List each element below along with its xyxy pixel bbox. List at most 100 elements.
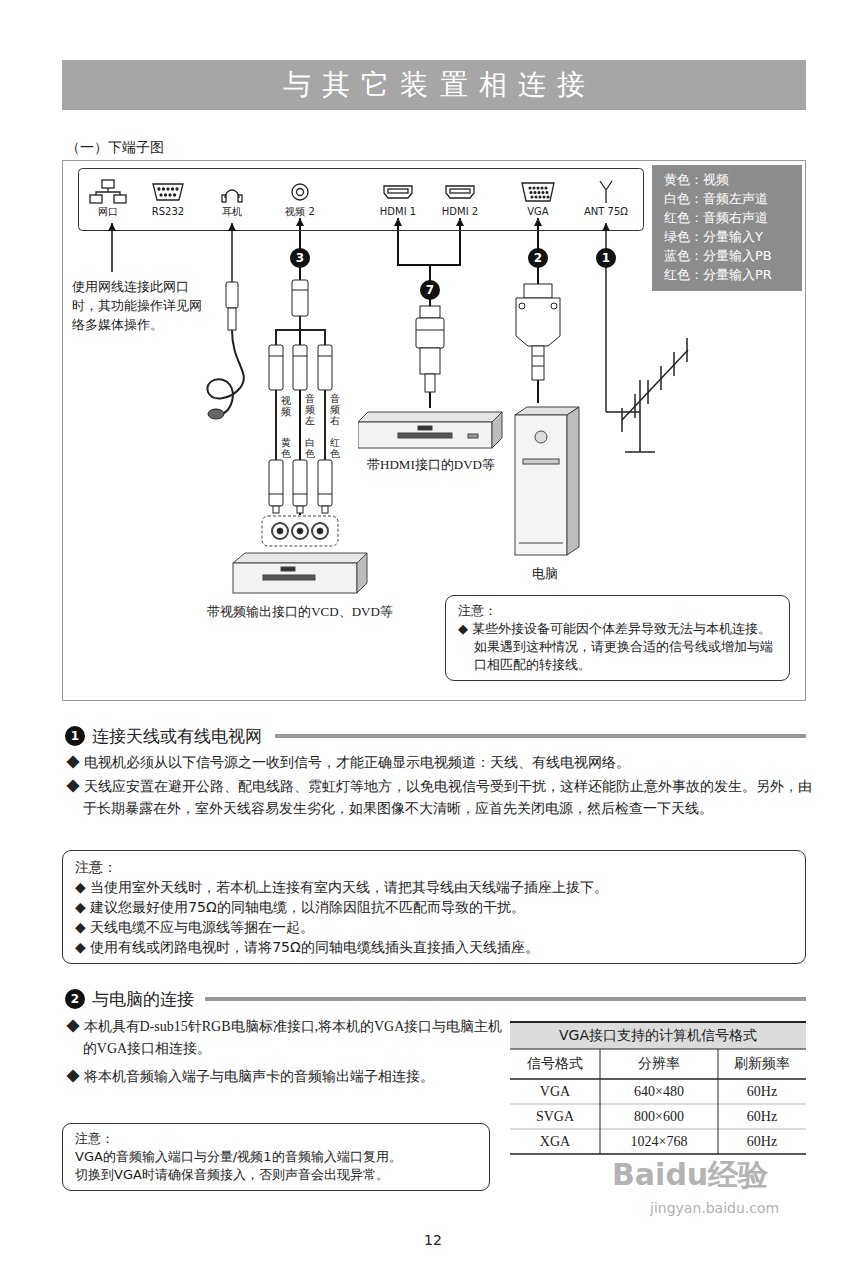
annotation: 使用网线连接此网口时，其功能操作详见网络多媒体操作。 — [72, 277, 212, 334]
network-arrow — [111, 223, 113, 272]
note-heading: 注意： — [75, 1130, 477, 1148]
table-cell: 640×480 — [600, 1083, 718, 1100]
table-cell: 60Hz — [718, 1108, 806, 1125]
sub-heading: （一）下端子图 — [66, 136, 164, 158]
note-text: ◆ 某些外接设备可能因个体差异导致无法与本机连接。如果遇到这种情况，请更换合适的… — [458, 620, 777, 674]
port-terminal: 网口 — [80, 178, 136, 218]
body-text: ◆ 本机具有D-sub15针RGB电脑标准接口,将本机的VGA接口与电脑主机的V… — [66, 1016, 515, 1060]
wire-label: 黄色 — [281, 437, 291, 459]
note-box: 注意：◆ 某些外接设备可能因个体差异导致无法与本机连接。如果遇到这种情况，请更换… — [445, 595, 790, 681]
port-label: HDMI 1 — [370, 206, 426, 218]
port-terminal: VGA — [510, 178, 566, 218]
table-header: 信号格式 — [510, 1055, 600, 1072]
callout-number: 2 — [65, 989, 85, 1009]
body-text: ◆ 将本机音频输入端子与电脑声卡的音频输出端子相连接。 — [66, 1066, 515, 1088]
diagram-frame — [63, 161, 806, 701]
note-text: ◆ 天线电缆不应与电源线等捆在一起。 — [75, 917, 793, 937]
legend-text: 蓝色：分量输入PB — [664, 247, 772, 265]
section-heading: 连接天线或有线电视网 — [92, 725, 262, 747]
signal-table — [510, 1022, 806, 1154]
note-text: ◆ 建议您最好使用75Ω的同轴电缆，以消除因阻抗不匹配而导致的干扰。 — [75, 897, 793, 917]
wire-label: 红色 — [330, 437, 340, 459]
section-bar — [275, 734, 806, 738]
table-header: 刷新频率 — [718, 1055, 806, 1072]
port-icon — [432, 178, 488, 206]
section-heading: 与电脑的连接 — [92, 988, 194, 1010]
note-text: 切换到VGA时请确保音频接入，否则声音会出现异常。 — [75, 1166, 477, 1184]
note-heading: 注意： — [75, 857, 793, 877]
note-box: 注意：◆ 当使用室外天线时，若本机上连接有室内天线，请把其导线由天线端子插座上拔… — [62, 850, 806, 964]
device-drawing — [205, 515, 395, 599]
watermark: jingyan.baidu.com — [650, 1200, 779, 1217]
port-icon-shape — [222, 190, 242, 202]
legend-text: 白色：音频左声道 — [664, 190, 768, 208]
table-title: VGA接口支持的计算机信号格式 — [510, 1027, 806, 1044]
device-drawing — [505, 403, 585, 561]
device-shape — [233, 516, 367, 593]
port-terminal: 视频 2 — [272, 178, 328, 218]
port-icon-shape — [600, 181, 612, 203]
note-text: VGA的音频输入端口与分量/视频1的音频输入端口复用。 — [75, 1148, 477, 1166]
legend-text: 黄色：视频 — [664, 171, 729, 189]
port-icon-shape — [384, 186, 412, 198]
port-icon — [204, 178, 260, 206]
port-label: 耳机 — [204, 206, 260, 218]
port-terminal: RS232 — [140, 178, 196, 218]
callout-number: 1 — [596, 248, 616, 268]
av-cable — [269, 280, 332, 513]
legend-text: 红色：分量输入PR — [664, 266, 772, 284]
table-header: 分辨率 — [600, 1055, 718, 1072]
port-terminal: 耳机 — [204, 178, 260, 218]
port-label: 视频 2 — [272, 206, 328, 218]
callout-number: 3 — [290, 248, 310, 268]
device-caption: 电脑 — [505, 565, 585, 582]
table-cell: VGA — [510, 1083, 600, 1100]
legend-box — [652, 165, 802, 291]
note-text: ◆ 使用有线或闭路电视时，请将75Ω的同轴电缆线插头直接插入天线插座。 — [75, 937, 793, 957]
port-icon — [510, 178, 566, 206]
section-bar — [205, 997, 806, 1001]
page-number: 12 — [418, 1229, 448, 1251]
hdmi-plug — [416, 306, 444, 392]
port-icon-shape — [522, 183, 554, 201]
device: 电脑 — [505, 403, 585, 582]
table-cell: 60Hz — [718, 1083, 806, 1100]
port-label: RS232 — [140, 206, 196, 218]
wire-label: 视频 — [281, 395, 291, 417]
device-shape — [515, 407, 579, 555]
device-caption: 带HDMI接口的DVD等 — [358, 456, 504, 473]
port-icon-shape — [153, 184, 183, 200]
note-text: ◆ 当使用室外天线时，若本机上连接有室内天线，请把其导线由天线端子插座上拔下。 — [75, 877, 793, 897]
wire-label: 白色 — [305, 437, 315, 459]
callout-number: 1 — [65, 726, 85, 746]
callout-number: 7 — [420, 280, 440, 300]
port-icon — [140, 178, 196, 206]
table-cell: 1024×768 — [600, 1133, 718, 1150]
legend-text: 红色：音频右声道 — [664, 209, 768, 227]
table-cell: SVGA — [510, 1108, 600, 1125]
port-icon — [578, 178, 634, 206]
body-text: ◆ 电视机必须从以下信号源之一收到信号，才能正确显示电视频道：天线、有线电视网络… — [66, 752, 823, 774]
device-caption: 带视频输出接口的VCD、DVD等 — [205, 603, 395, 620]
device: 带视频输出接口的VCD、DVD等 — [205, 515, 395, 620]
port-icon-shape — [90, 180, 126, 203]
wire-label: 音频左 — [305, 393, 315, 426]
table-cell: 800×600 — [600, 1108, 718, 1125]
body-text: ◆ 天线应安置在避开公路、配电线路、霓虹灯等地方，以免电视信号受到干扰，这样还能… — [66, 776, 823, 820]
port-icon — [272, 178, 328, 206]
callout-number: 2 — [528, 248, 548, 268]
device: 带HDMI接口的DVD等 — [358, 408, 504, 473]
note-heading: 注意： — [458, 602, 777, 620]
earphone — [207, 223, 243, 419]
port-icon-shape — [446, 186, 474, 198]
port-terminal: ANT 75Ω — [578, 178, 634, 218]
page-title: 与其它装置相连接 — [62, 60, 806, 110]
port-icon — [370, 178, 426, 206]
watermark: Baidu经验 — [612, 1158, 768, 1192]
port-label: ANT 75Ω — [578, 206, 634, 218]
table-cell: 60Hz — [718, 1133, 806, 1150]
table-cell: XGA — [510, 1133, 600, 1150]
vga-plug — [516, 284, 560, 380]
port-icon — [80, 178, 136, 206]
